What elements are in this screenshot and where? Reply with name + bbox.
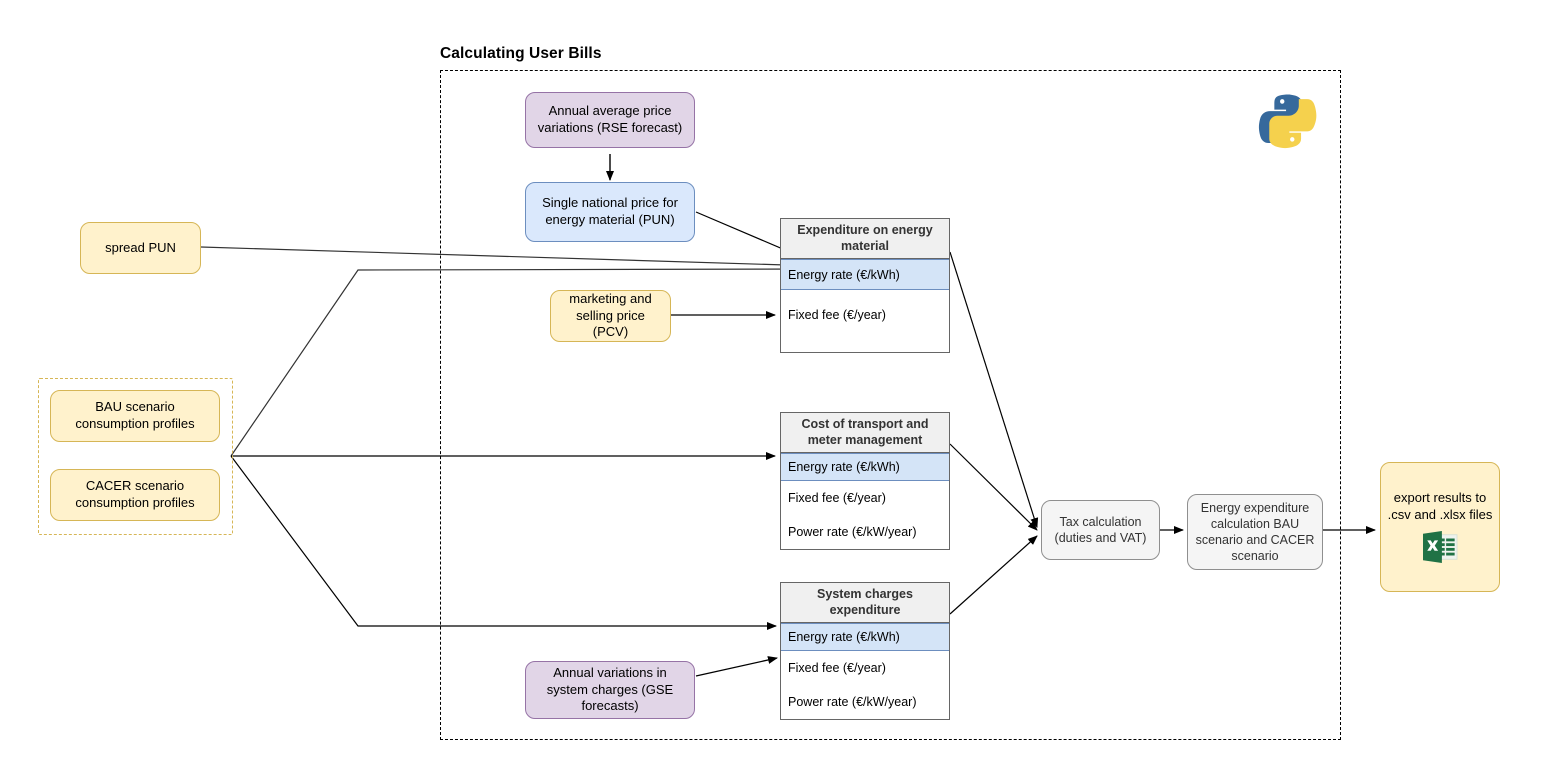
price-pcv[interactable]: marketing and selling price (PCV) xyxy=(550,290,671,342)
table-header: Expenditure on energy material xyxy=(781,219,949,260)
forecast-gse[interactable]: Annual variations in system charges (GSE… xyxy=(525,661,695,719)
output-export-results[interactable]: export results to .csv and .xlsx files xyxy=(1380,462,1500,592)
table-expenditure-energy-material: Expenditure on energy material Energy ra… xyxy=(780,218,950,353)
forecast-rse-label: Annual average price variations (RSE for… xyxy=(537,103,683,135)
process-tax-calculation[interactable]: Tax calculation (duties and VAT) xyxy=(1041,500,1160,560)
price-pun[interactable]: Single national price for energy materia… xyxy=(525,182,695,242)
energy-expenditure-label: Energy expenditure calculation BAU scena… xyxy=(1195,501,1315,563)
table-header: Cost of transport and meter management xyxy=(781,413,949,454)
table-header: System charges expenditure xyxy=(781,583,949,624)
table-row[interactable]: Energy rate (€/kWh) xyxy=(781,259,949,291)
table-cost-transport-meter: Cost of transport and meter management E… xyxy=(780,412,950,550)
export-label: export results to .csv and .xlsx files xyxy=(1387,490,1493,522)
table-cell-label: Power rate (€/kW/year) xyxy=(788,694,917,709)
python-logo-icon xyxy=(1258,94,1317,149)
table-row[interactable]: Power rate (€/kW/year) xyxy=(781,685,949,719)
table-cell-label: Fixed fee (€/year) xyxy=(788,308,886,323)
tax-calculation-label: Tax calculation (duties and VAT) xyxy=(1054,515,1147,545)
bau-profiles-label: BAU scenario consumption profiles xyxy=(75,399,195,431)
input-bau-profiles[interactable]: BAU scenario consumption profiles xyxy=(50,390,220,442)
table-row[interactable]: Energy rate (€/kWh) xyxy=(781,623,949,651)
table-row[interactable]: Energy rate (€/kWh) xyxy=(781,453,949,481)
input-spread-pun[interactable]: spread PUN xyxy=(80,222,201,274)
table-row[interactable]: Fixed fee (€/year) xyxy=(781,481,949,515)
table-row[interactable]: Power rate (€/kW/year) xyxy=(781,515,949,549)
calculating-user-bills-container xyxy=(440,70,1341,740)
table-cell-label: Fixed fee (€/year) xyxy=(788,490,886,505)
process-energy-expenditure[interactable]: Energy expenditure calculation BAU scena… xyxy=(1187,494,1323,570)
input-cacer-profiles[interactable]: CACER scenario consumption profiles xyxy=(50,469,220,521)
cacer-profiles-label: CACER scenario consumption profiles xyxy=(75,478,195,510)
forecast-rse[interactable]: Annual average price variations (RSE for… xyxy=(525,92,695,148)
table-row[interactable]: Fixed fee (€/year) xyxy=(781,651,949,685)
excel-file-icon xyxy=(1423,530,1458,563)
table-cell-label: Energy rate (€/kWh) xyxy=(788,629,900,644)
consumption-profiles-group xyxy=(38,378,233,535)
forecast-gse-label: Annual variations in system charges (GSE… xyxy=(546,665,674,714)
table-system-charges-expenditure: System charges expenditure Energy rate (… xyxy=(780,582,950,720)
spread-pun-label: spread PUN xyxy=(105,239,176,255)
table-row[interactable]: Fixed fee (€/year) xyxy=(781,290,949,340)
table-cell-label: Fixed fee (€/year) xyxy=(788,660,886,675)
table-cell-label: Energy rate (€/kWh) xyxy=(788,267,900,282)
table-cell-label: Energy rate (€/kWh) xyxy=(788,459,900,474)
price-pun-label: Single national price for energy materia… xyxy=(542,195,678,227)
table-cell-label: Power rate (€/kW/year) xyxy=(788,524,917,539)
page-title: Calculating User Bills xyxy=(440,45,602,62)
price-pcv-label: marketing and selling price (PCV) xyxy=(569,291,652,340)
